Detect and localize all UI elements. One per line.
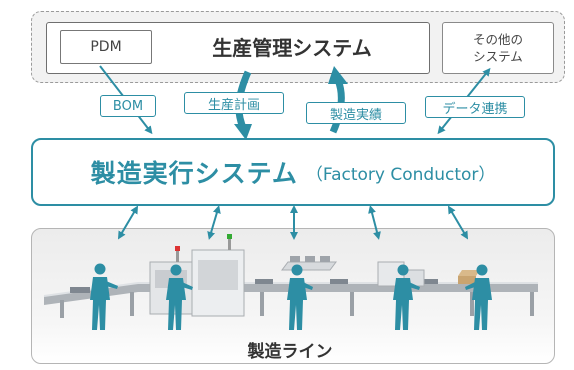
other-systems-label-line2: システム	[473, 49, 523, 64]
production-line-label: 製造ライン	[247, 342, 333, 362]
worker-3	[287, 264, 313, 330]
production-management-system-label: 生産管理システム	[212, 36, 372, 60]
plan-arrow-head	[234, 124, 252, 140]
mes-subtitle: （Factory Conductor）	[305, 164, 496, 185]
parcels	[458, 270, 480, 284]
worker-2	[166, 264, 193, 330]
worker-5	[465, 264, 492, 330]
manufacturing-results-tag: 製造実績	[306, 102, 406, 124]
workers	[90, 263, 492, 330]
worker-1	[90, 263, 118, 330]
mes-title: 製造実行システム	[90, 159, 298, 188]
pdm-box: PDM	[60, 30, 152, 64]
mes-box: 製造実行システム （Factory Conductor）	[31, 138, 555, 206]
worker-4	[393, 264, 420, 330]
machine-3	[281, 256, 337, 271]
line-connection-arrows	[117, 205, 469, 240]
other-systems-box: その他の システム	[442, 22, 554, 74]
production-plan-tag: 生産計画	[184, 92, 284, 114]
bom-tag: BOM	[100, 95, 156, 117]
other-systems-label-line1: その他の	[472, 32, 523, 47]
data-integration-tag: データ連携	[425, 96, 525, 118]
machine-2	[191, 234, 245, 317]
result-arrow-head	[328, 66, 348, 84]
